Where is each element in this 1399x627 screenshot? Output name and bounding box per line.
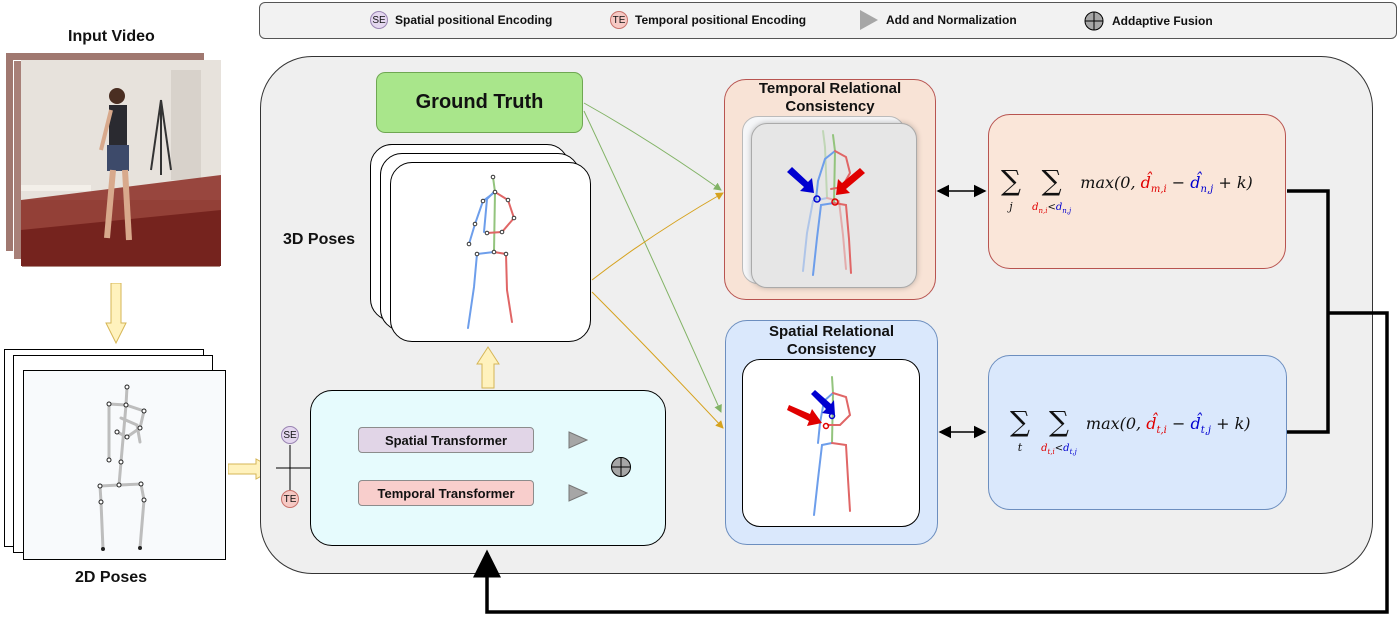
se-badge: SE	[370, 11, 388, 29]
legend-bar: SE Spatial positional Encoding TE Tempor…	[259, 2, 1397, 39]
spatial-highlight-arrows	[787, 390, 835, 426]
add-norm-temporal-icon	[568, 484, 589, 502]
temporal-overlay-skeleton	[802, 130, 852, 276]
ground-truth-box: Ground Truth	[376, 72, 583, 133]
poses3d-label: 3D Poses	[283, 231, 356, 248]
video-to-2d-arrow	[105, 283, 127, 345]
spatial-loss-equation: ∑ t ∑ dt,i<dt,j max(0, d̂t,i − d̂t,j + k…	[1010, 405, 1251, 457]
legend-te-label: Temporal positional Encoding	[635, 13, 807, 27]
input-video-stack	[5, 52, 225, 277]
transformer-panel	[310, 390, 666, 546]
temporal-transformer-box: Temporal Transformer	[358, 480, 534, 506]
temporal-loss-box	[988, 114, 1286, 269]
spatial-outer-index: t	[1017, 441, 1023, 454]
temporal-outer-index: j	[1009, 200, 1013, 213]
add-norm-spatial-icon	[568, 431, 589, 449]
legend-add-norm: Add and Normalization	[860, 10, 1017, 30]
legend-add-norm-label: Add and Normalization	[886, 13, 1017, 27]
input-video-label: Input Video	[68, 28, 155, 45]
poses2d-stack	[4, 349, 226, 561]
legend-se: SE Spatial positional Encoding	[370, 11, 552, 29]
te-encoding-badge: TE	[281, 490, 299, 508]
add-norm-triangle-icon	[860, 10, 878, 30]
spatial-skeleton	[813, 376, 852, 516]
adaptive-fusion-node-icon	[611, 457, 631, 477]
legend-se-label: Spatial positional Encoding	[395, 13, 553, 27]
poses3d-skeleton	[466, 174, 517, 329]
video-frame-image	[21, 60, 221, 266]
legend-fusion: Addaptive Fusion	[1084, 11, 1213, 31]
spatial-consistency-title: Spatial Relational Consistency	[768, 323, 895, 358]
te-badge: TE	[610, 11, 628, 29]
legend-te: TE Temporal positional Encoding	[610, 11, 806, 29]
se-encoding-badge: SE	[281, 426, 299, 444]
temporal-consistency-title: Temporal Relational Consistency	[758, 80, 902, 115]
temporal-loss-equation: ∑ j ∑ dn,i<dn,j max(0, d̂m,i − d̂n,j + k…	[1001, 164, 1253, 216]
temporal-highlight-arrows	[787, 167, 865, 195]
spatial-loss-box	[988, 355, 1287, 510]
poses2d-label: 2D Poses	[75, 569, 148, 586]
adaptive-fusion-icon	[1084, 11, 1104, 31]
spatial-transformer-box: Spatial Transformer	[358, 427, 534, 453]
legend-fusion-label: Addaptive Fusion	[1112, 14, 1213, 28]
poses2d-skeleton	[97, 384, 147, 551]
